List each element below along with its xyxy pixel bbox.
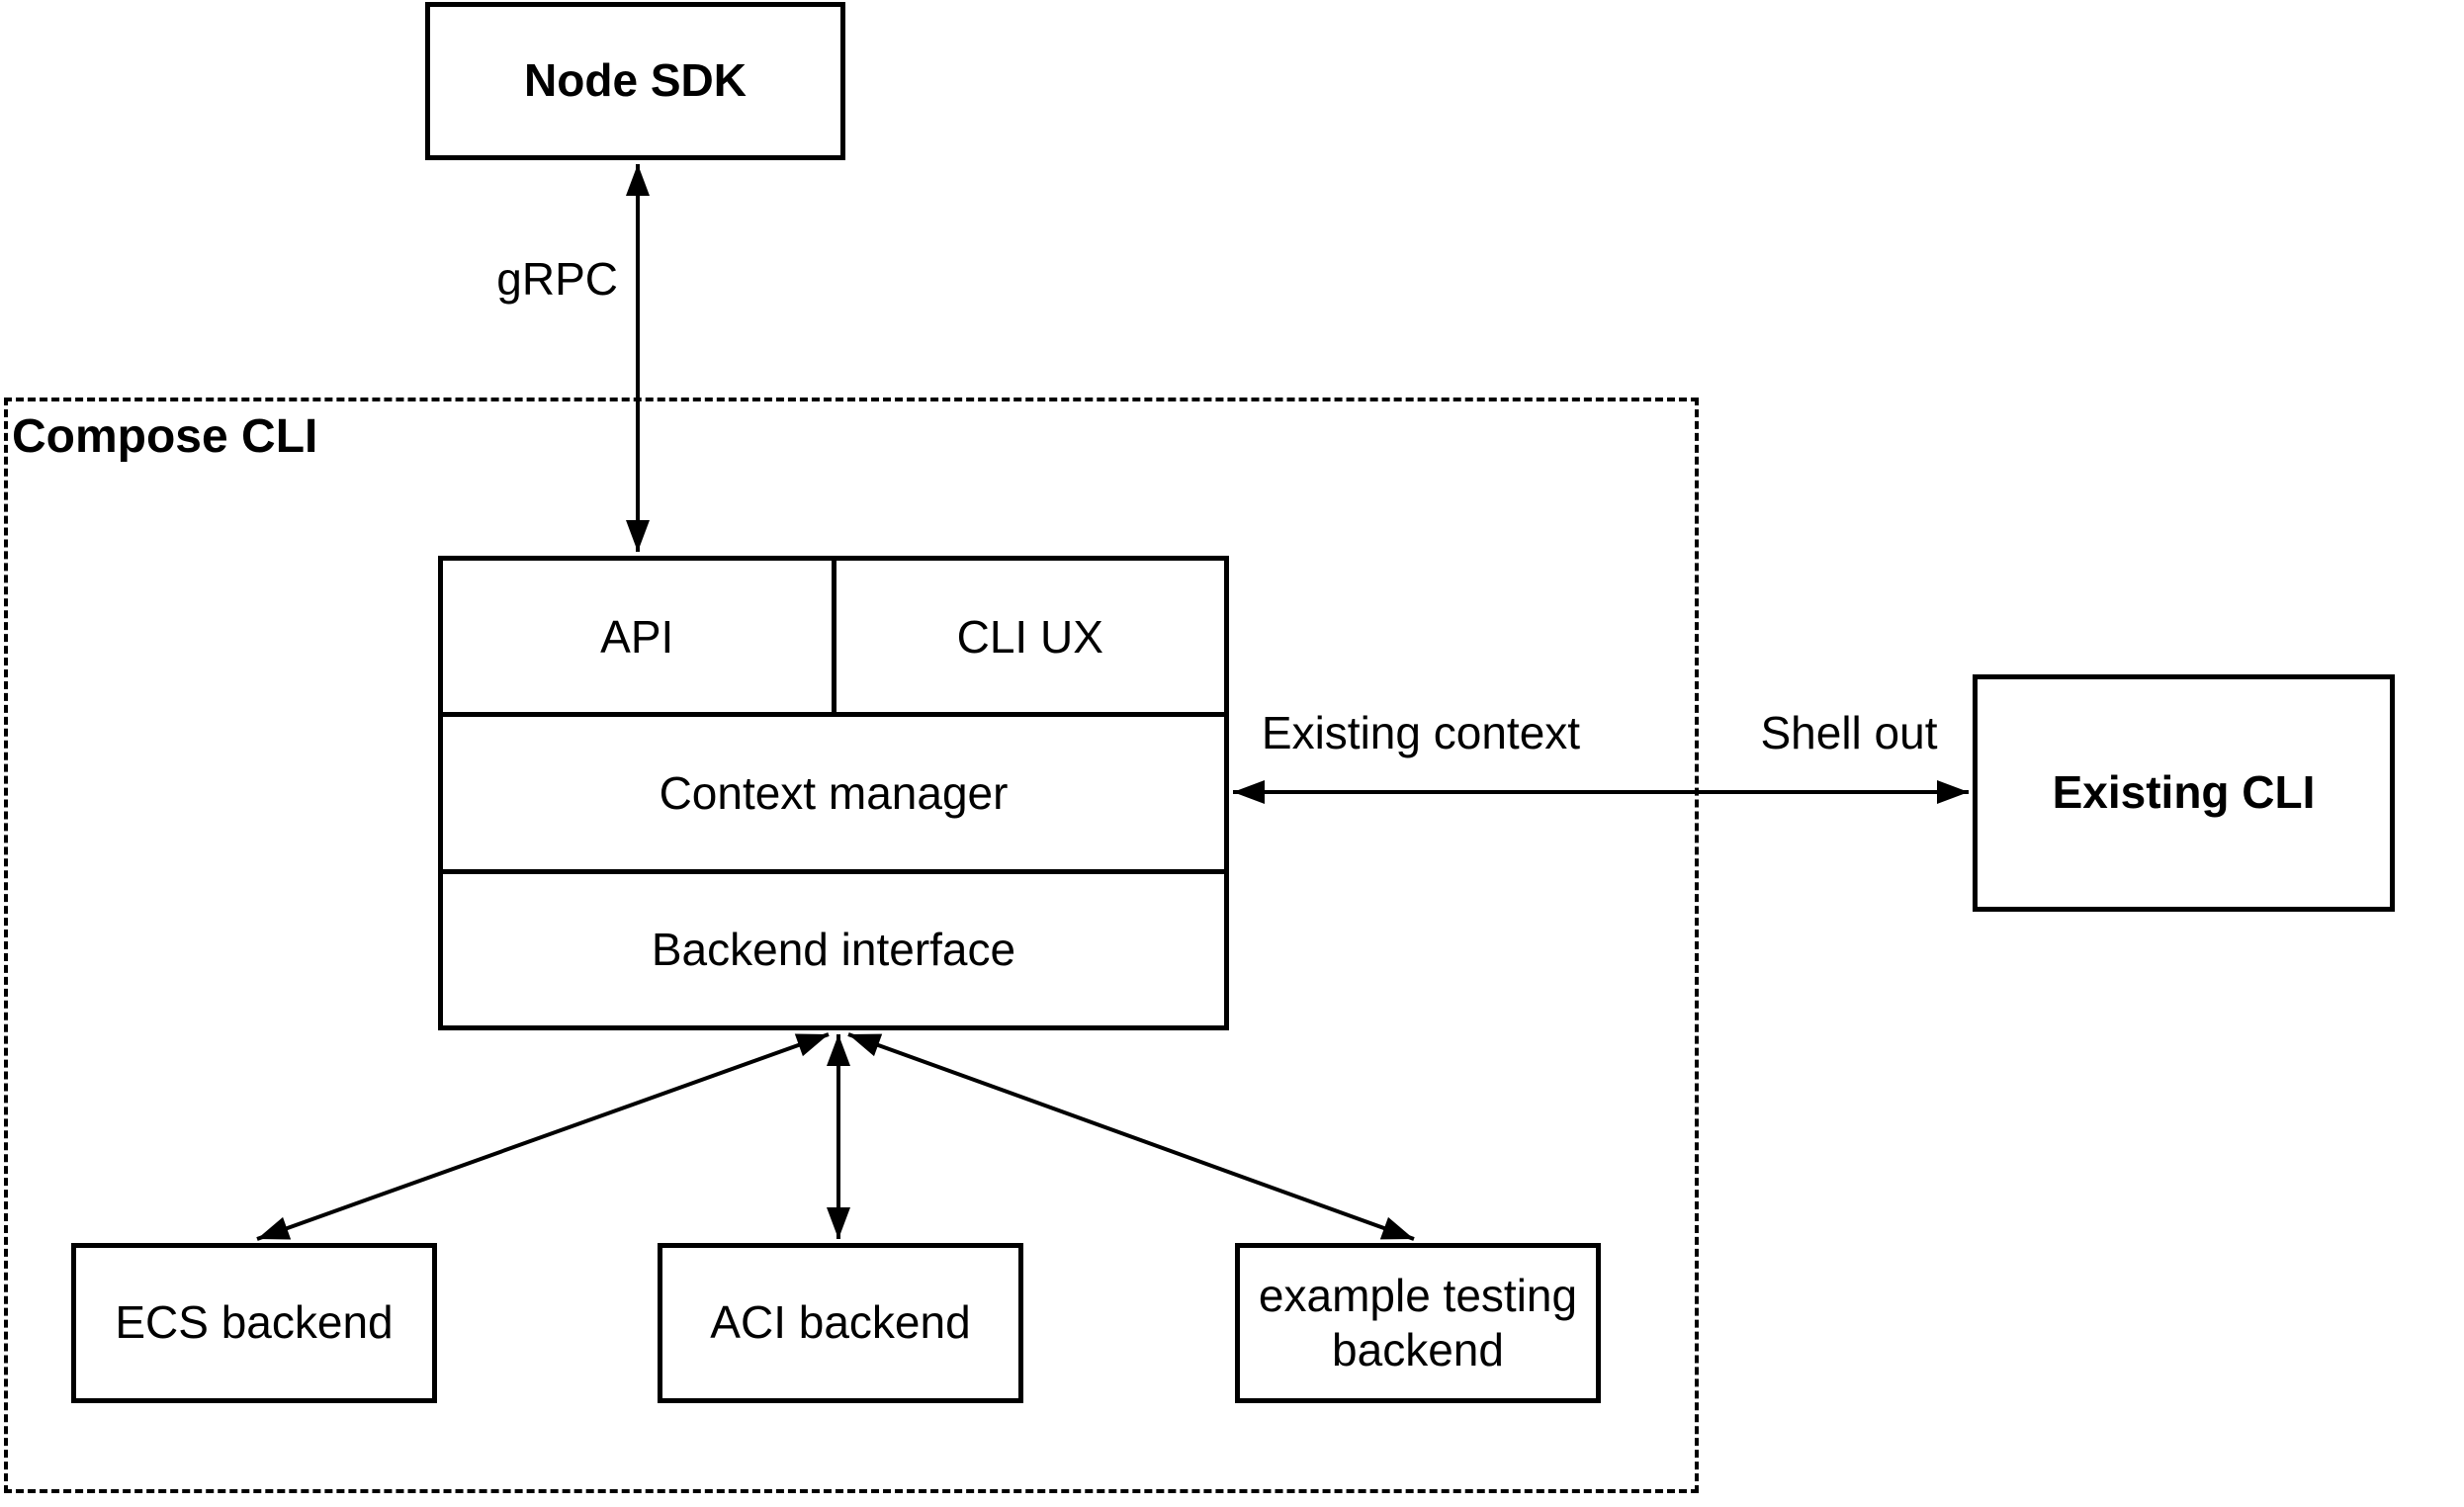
cli-ux-cell: CLI UX bbox=[831, 561, 1225, 713]
compose-cli-container bbox=[4, 398, 1699, 1493]
node-sdk-label: Node SDK bbox=[524, 54, 747, 107]
context-manager-row: Context manager bbox=[443, 712, 1224, 868]
example-testing-backend-box: example testing backend bbox=[1235, 1243, 1601, 1403]
compose-cli-label: Compose CLI bbox=[12, 410, 318, 463]
backend-interface-label: Backend interface bbox=[651, 924, 1016, 976]
existing-cli-box: Existing CLI bbox=[1973, 674, 2395, 912]
existing-cli-label: Existing CLI bbox=[2052, 766, 2316, 819]
compose-cli-core-box: API CLI UX Context manager Backend inter… bbox=[438, 556, 1229, 1030]
ecs-backend-box: ECS backend bbox=[71, 1243, 437, 1403]
shell-out-edge-label: Shell out bbox=[1760, 707, 1938, 758]
node-sdk-box: Node SDK bbox=[425, 2, 845, 160]
existing-context-edge-label: Existing context bbox=[1261, 707, 1581, 758]
aci-backend-label: ACI backend bbox=[710, 1296, 971, 1349]
ecs-backend-label: ECS backend bbox=[115, 1296, 394, 1349]
backend-interface-row: Backend interface bbox=[443, 868, 1224, 1025]
api-cell: API bbox=[443, 561, 832, 712]
example-testing-backend-label: example testing backend bbox=[1258, 1269, 1578, 1375]
api-label: API bbox=[600, 610, 674, 663]
grpc-edge-label: gRPC bbox=[496, 253, 618, 305]
context-manager-label: Context manager bbox=[659, 766, 1009, 819]
cli-ux-label: CLI UX bbox=[956, 610, 1103, 663]
aci-backend-box: ACI backend bbox=[658, 1243, 1023, 1403]
api-cliux-row: API CLI UX bbox=[443, 561, 1225, 713]
